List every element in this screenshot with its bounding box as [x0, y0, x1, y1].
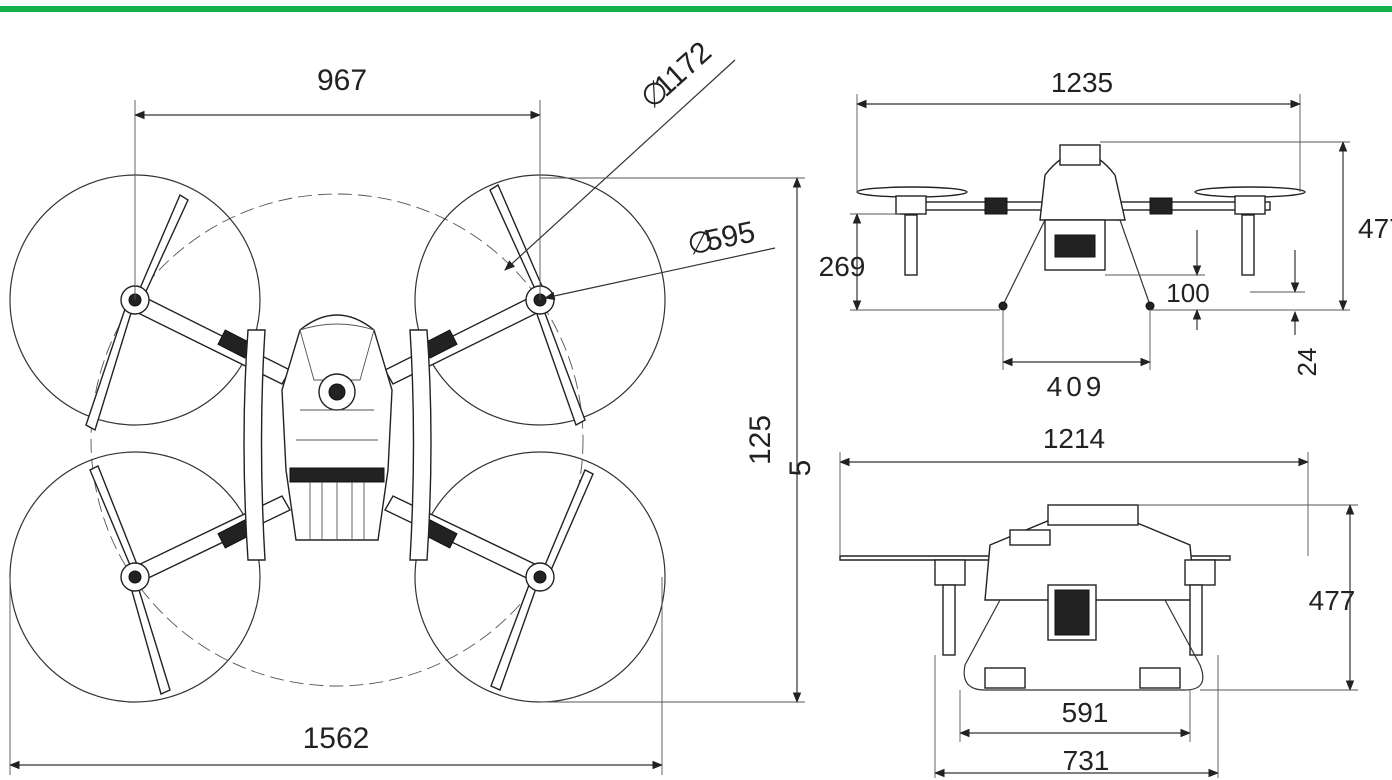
leader-rotor-diameter — [504, 59, 736, 271]
dim-label-skid-inner: 591 — [1062, 697, 1109, 728]
dim-label-skid-outer: 731 — [1063, 745, 1110, 776]
dim-label-foot-height: 24 — [1292, 348, 1322, 377]
front-view: 1235 477 269 100 409 24 — [819, 67, 1392, 402]
dim-label-side-height: 477 — [1309, 585, 1356, 616]
dim-label-motor-span: 967 — [317, 64, 367, 97]
left-skid — [243, 329, 266, 561]
side-view: 1214 477 591 731 — [838, 423, 1358, 778]
dim-label-front-width: 1235 — [1051, 67, 1113, 98]
dim-label-overall-width: 1562 — [303, 722, 370, 755]
right-skid — [409, 329, 432, 561]
dim-label-front-height: 477 — [1358, 213, 1392, 244]
dim-label-prop-diameter: 595 — [702, 215, 758, 258]
dim-label-side-width: 1214 — [1043, 423, 1105, 454]
dim-label-leg-span: 409 — [1047, 371, 1106, 402]
rotor-envelope-circle — [90, 193, 584, 687]
top-view: 967 ∅ 1172 ∅ 595 1562 125 5 — [8, 35, 817, 775]
dim-label-gear-height: 269 — [819, 251, 866, 282]
dim-label-overall-length-part2: 5 — [784, 460, 817, 477]
dim-label-overall-length-part1: 125 — [744, 415, 777, 465]
header-accent-bar — [0, 6, 1392, 12]
dim-label-tank-clearance: 100 — [1166, 278, 1209, 308]
fuselage — [281, 314, 393, 541]
leader-prop-diameter — [543, 247, 776, 301]
